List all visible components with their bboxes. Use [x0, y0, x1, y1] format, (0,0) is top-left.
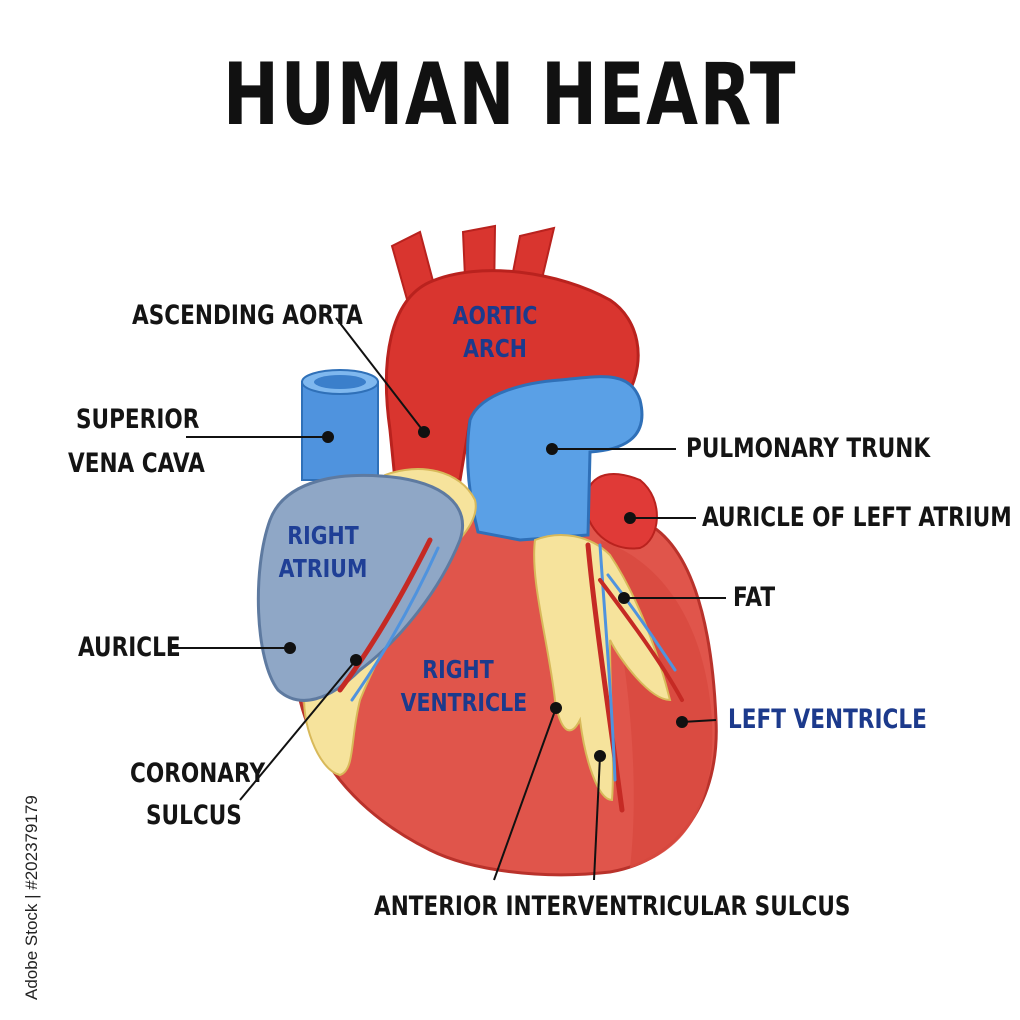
- superior-vena-cava: [301, 369, 379, 481]
- region-right-atrium-line2: ATRIUM: [278, 553, 368, 583]
- region-right-atrium-line1: RIGHT: [287, 521, 359, 550]
- label-auricle-left-atrium: AURICLE OF LEFT ATRIUM: [702, 502, 1012, 533]
- right-atrium: [256, 473, 464, 702]
- region-aortic-arch-line1: AORTIC: [452, 301, 538, 330]
- stock-credit: Adobe Stock | #202379179: [22, 795, 41, 1000]
- label-left-ventricle: LEFT VENTRICLE: [728, 704, 927, 735]
- region-right-ventricle-line1: RIGHT: [422, 655, 494, 684]
- label-anterior-interventricular-sulcus: ANTERIOR INTERVENTRICULAR SULCUS: [374, 891, 851, 922]
- label-superior-vena-cava-line1: SUPERIOR: [76, 404, 200, 435]
- region-right-ventricle: RIGHT VENTRICLE: [400, 654, 528, 719]
- label-coronary-sulcus-line2: SULCUS: [146, 800, 242, 831]
- region-aortic-arch: AORTIC ARCH: [450, 300, 540, 365]
- label-auricle: AURICLE: [78, 632, 181, 663]
- region-right-ventricle-line2: VENTRICLE: [400, 687, 528, 717]
- label-fat: FAT: [733, 582, 776, 613]
- region-right-atrium: RIGHT ATRIUM: [278, 520, 368, 585]
- label-ascending-aorta: ASCENDING AORTA: [132, 300, 363, 331]
- coronary-vessels: [337, 537, 684, 813]
- region-aortic-arch-line2: ARCH: [463, 333, 527, 363]
- label-superior-vena-cava-line2: VENA CAVA: [68, 448, 205, 479]
- label-coronary-sulcus-line1: CORONARY: [130, 758, 266, 789]
- label-pulmonary-trunk: PULMONARY TRUNK: [686, 433, 931, 464]
- page-title: HUMAN HEART: [222, 45, 798, 145]
